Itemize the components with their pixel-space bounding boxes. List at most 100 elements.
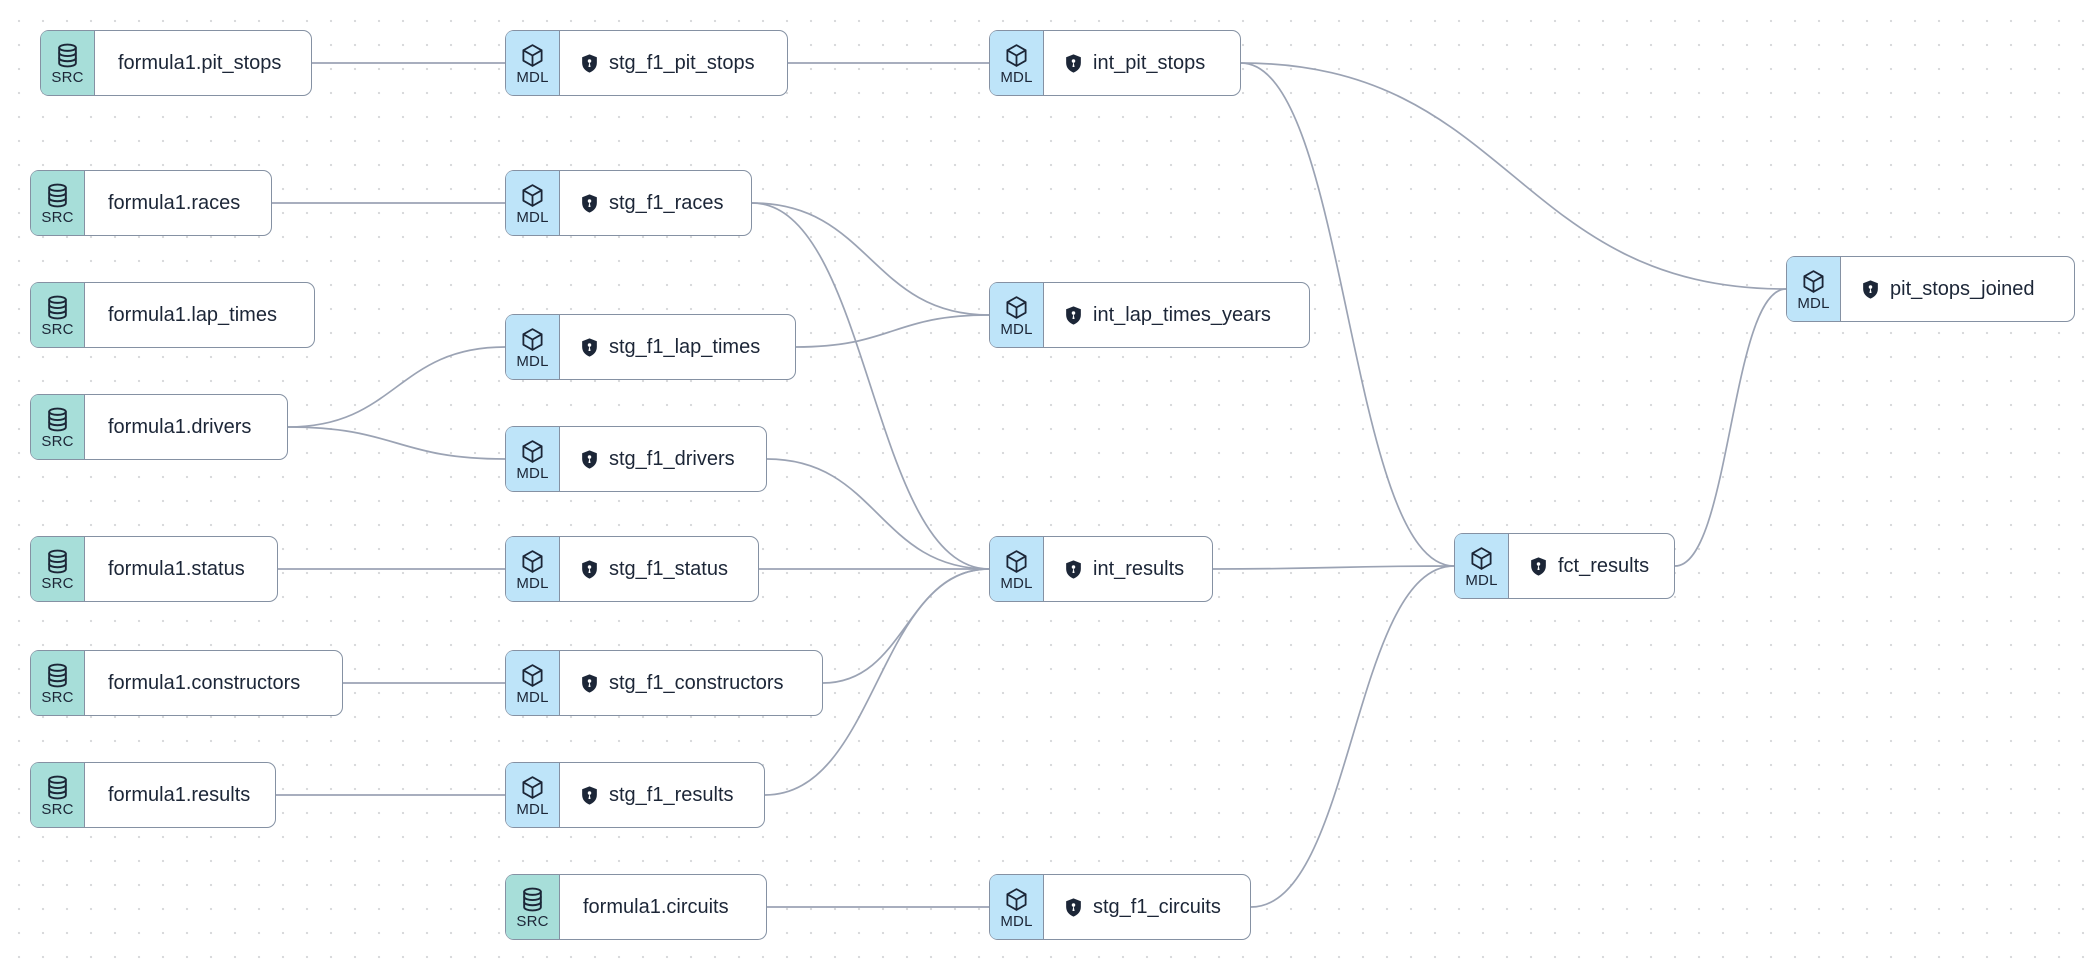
- node-body: formula1.results: [85, 763, 275, 827]
- node-label: stg_f1_races: [609, 191, 724, 214]
- badge-label: MDL: [1000, 912, 1033, 930]
- model-badge: MDL: [1787, 257, 1841, 321]
- shield-icon-wrap: [579, 673, 600, 694]
- edge-stg_drivers-to-int_results: [766, 458, 990, 570]
- node-label: formula1.pit_stops: [118, 51, 282, 74]
- shield-lock-icon: [582, 559, 597, 579]
- node-label: stg_f1_status: [609, 557, 728, 580]
- node-body: stg_f1_constructors: [560, 651, 822, 715]
- node-body: stg_f1_races: [560, 171, 751, 235]
- model-node-int_results[interactable]: MDL int_results: [989, 536, 1213, 602]
- model-node-pit_stops_joined[interactable]: MDL pit_stops_joined: [1786, 256, 2075, 322]
- node-label: fct_results: [1558, 554, 1650, 577]
- database-icon: [48, 295, 67, 319]
- shield-lock-icon: [582, 53, 597, 73]
- cube-icon: [522, 183, 543, 207]
- shield-lock-icon: [582, 673, 597, 693]
- model-node-stg_circuits[interactable]: MDL stg_f1_circuits: [989, 874, 1251, 940]
- model-badge: MDL: [506, 315, 560, 379]
- node-label: pit_stops_joined: [1890, 277, 2035, 300]
- model-node-stg_results[interactable]: MDL stg_f1_results: [505, 762, 765, 828]
- source-node-src_constructors[interactable]: SRC formula1.constructors: [30, 650, 343, 716]
- edge-int_pit_stops-to-fct_results: [1240, 62, 1455, 567]
- source-badge: SRC: [41, 31, 95, 95]
- edge-stg_races-to-int_lap_times_years: [751, 202, 990, 316]
- model-badge: MDL: [1455, 534, 1509, 598]
- model-node-int_pit_stops[interactable]: MDL int_pit_stops: [989, 30, 1241, 96]
- model-badge: MDL: [990, 875, 1044, 939]
- badge-label: SRC: [51, 68, 84, 86]
- badge-label: MDL: [516, 574, 549, 592]
- node-label: int_pit_stops: [1093, 51, 1206, 74]
- shield-icon-wrap: [579, 785, 600, 806]
- cube-icon: [522, 775, 543, 799]
- node-label: stg_f1_lap_times: [609, 335, 761, 358]
- node-label: stg_f1_drivers: [609, 447, 735, 470]
- node-body: stg_f1_circuits: [1044, 875, 1250, 939]
- source-badge: SRC: [31, 171, 85, 235]
- source-node-src_results[interactable]: SRC formula1.results: [30, 762, 276, 828]
- node-label: formula1.constructors: [108, 671, 301, 694]
- badge-label: MDL: [516, 800, 549, 818]
- shield-icon-wrap: [579, 193, 600, 214]
- cube-icon: [1803, 269, 1824, 293]
- badge-label: SRC: [41, 208, 74, 226]
- node-label: formula1.races: [108, 191, 241, 214]
- node-body: stg_f1_pit_stops: [560, 31, 787, 95]
- database-icon: [523, 887, 542, 911]
- shield-lock-icon: [1863, 279, 1878, 299]
- database-icon: [48, 183, 67, 207]
- model-badge: MDL: [990, 537, 1044, 601]
- node-body: formula1.drivers: [85, 395, 287, 459]
- badge-label: SRC: [41, 574, 74, 592]
- model-node-stg_lap_times[interactable]: MDL stg_f1_lap_times: [505, 314, 796, 380]
- cube-icon: [1006, 43, 1027, 67]
- badge-label: SRC: [41, 688, 74, 706]
- badge-label: MDL: [1000, 68, 1033, 86]
- source-node-src_pit_stops[interactable]: SRC formula1.pit_stops: [40, 30, 312, 96]
- source-node-src_races[interactable]: SRC formula1.races: [30, 170, 272, 236]
- model-badge: MDL: [506, 763, 560, 827]
- node-body: pit_stops_joined: [1841, 257, 2074, 321]
- shield-icon-wrap: [579, 337, 600, 358]
- cube-icon: [522, 43, 543, 67]
- node-label: int_lap_times_years: [1093, 303, 1271, 326]
- edge-src_drivers-to-stg_lap_times: [287, 346, 506, 428]
- model-node-fct_results[interactable]: MDL fct_results: [1454, 533, 1675, 599]
- node-body: stg_f1_drivers: [560, 427, 766, 491]
- node-body: formula1.constructors: [85, 651, 342, 715]
- node-body: int_pit_stops: [1044, 31, 1240, 95]
- database-icon: [48, 775, 67, 799]
- shield-lock-icon: [1066, 53, 1081, 73]
- edge-stg_lap_times-to-int_lap_times_years: [795, 314, 990, 348]
- model-node-stg_status[interactable]: MDL stg_f1_status: [505, 536, 759, 602]
- database-icon: [48, 549, 67, 573]
- badge-label: SRC: [41, 800, 74, 818]
- shield-lock-icon: [582, 337, 597, 357]
- badge-label: MDL: [1000, 574, 1033, 592]
- node-body: stg_f1_results: [560, 763, 764, 827]
- edge-stg_constructors-to-int_results: [822, 568, 990, 684]
- node-body: int_results: [1044, 537, 1212, 601]
- cube-icon: [1471, 546, 1492, 570]
- shield-lock-icon: [1066, 559, 1081, 579]
- node-body: formula1.circuits: [560, 875, 766, 939]
- shield-lock-icon: [1066, 897, 1081, 917]
- node-label: stg_f1_circuits: [1093, 895, 1221, 918]
- database-icon: [48, 407, 67, 431]
- node-body: stg_f1_lap_times: [560, 315, 795, 379]
- edge-fct_results-to-pit_stops_joined: [1674, 288, 1787, 567]
- badge-label: MDL: [516, 352, 549, 370]
- shield-lock-icon: [1531, 556, 1546, 576]
- database-icon: [48, 663, 67, 687]
